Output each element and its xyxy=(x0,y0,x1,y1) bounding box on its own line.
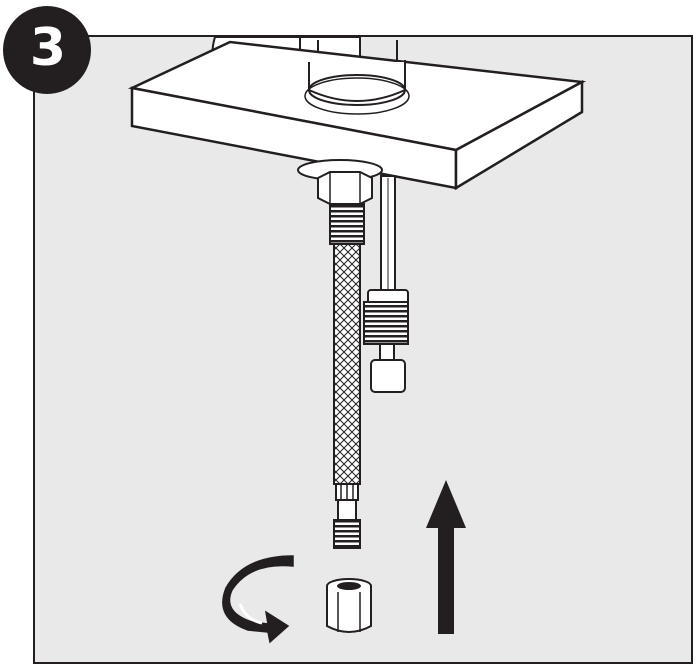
hose-end-fitting xyxy=(333,483,361,549)
hose-mounting-nut xyxy=(317,171,373,245)
compression-nut xyxy=(326,578,372,633)
braided-supply-hose xyxy=(333,243,361,485)
rigid-inlet-tube xyxy=(363,175,409,393)
counterclockwise-rotate-arrow-icon xyxy=(222,555,294,644)
faucet-base xyxy=(304,62,410,115)
upward-arrow-icon xyxy=(426,480,466,634)
step-number-badge: 3 xyxy=(3,6,91,94)
step-number: 3 xyxy=(29,18,66,78)
